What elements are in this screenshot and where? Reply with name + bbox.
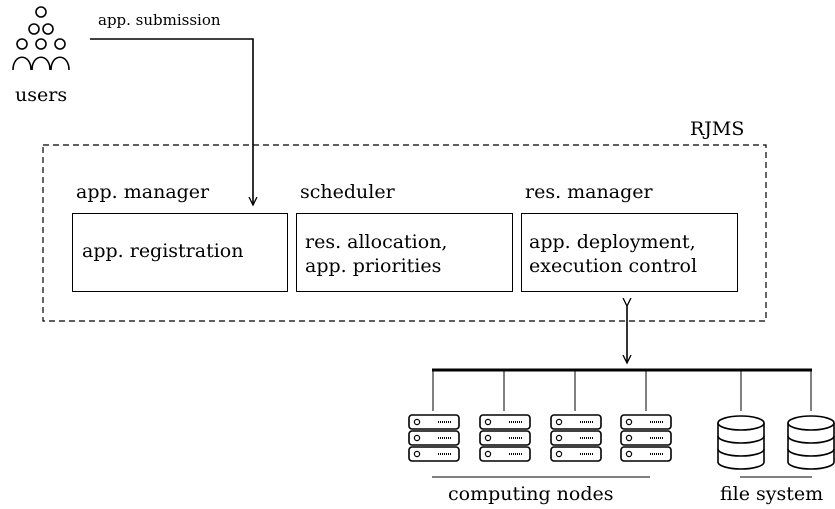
database-disk-icon (787, 415, 835, 470)
scheduler-line-2: app. priorities (305, 255, 442, 277)
server-rack-icon (408, 414, 460, 462)
rjms-boundary (42, 144, 767, 322)
res-manager-box: app. deployment, execution control (521, 213, 738, 292)
users-label: users (15, 84, 68, 106)
scheduler-title: scheduler (300, 181, 395, 203)
server-rack-icon (550, 414, 602, 462)
computing-nodes-label: computing nodes (448, 483, 614, 505)
submission-label: app. submission (98, 11, 221, 29)
scheduler-box: res. allocation, app. priorities (296, 213, 513, 292)
scheduler-line-1: res. allocation, (305, 231, 448, 253)
app-manager-title: app. manager (76, 181, 210, 203)
app-manager-line-1: app. registration (82, 240, 244, 262)
bus-drops (432, 370, 812, 411)
res-manager-title: res. manager (525, 181, 653, 203)
file-system-label: file system (720, 483, 824, 505)
app-manager-box: app. registration (72, 213, 288, 292)
res-manager-line-2: execution control (529, 255, 698, 277)
users-group-icon (12, 6, 70, 71)
submission-arrow (90, 38, 253, 205)
server-rack-icon (479, 414, 531, 462)
res-manager-line-1: app. deployment, (529, 231, 696, 253)
server-rack-icon (620, 414, 672, 462)
rjms-label: RJMS (690, 118, 745, 140)
database-disk-icon (717, 415, 765, 470)
